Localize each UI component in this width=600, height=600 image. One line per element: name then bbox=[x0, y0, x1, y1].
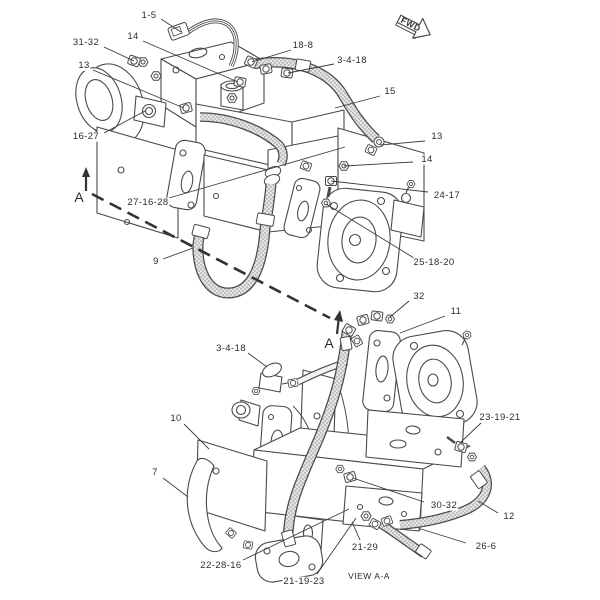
leader-line bbox=[142, 40, 239, 83]
lower-pump-assembly bbox=[186, 329, 478, 583]
leader-line bbox=[316, 517, 357, 575]
leader-line bbox=[352, 477, 425, 503]
leader-line bbox=[251, 49, 292, 63]
leader-line bbox=[162, 247, 194, 260]
leader-line bbox=[168, 146, 346, 199]
leader-line bbox=[160, 18, 182, 33]
leader-line bbox=[103, 110, 146, 134]
leader-line bbox=[92, 69, 185, 109]
lower-fittings bbox=[335, 310, 477, 531]
leader-line bbox=[420, 528, 467, 544]
section-line-a-a bbox=[82, 167, 343, 335]
leader-line bbox=[389, 300, 410, 318]
leader-line bbox=[379, 140, 426, 146]
leader-line bbox=[477, 500, 499, 514]
section-marker-a-top: A bbox=[74, 189, 84, 205]
leader-line bbox=[351, 521, 361, 541]
leader-line bbox=[183, 423, 210, 450]
leader-line bbox=[399, 315, 446, 334]
leader-line bbox=[330, 180, 429, 193]
leader-line bbox=[162, 477, 189, 498]
leader-line bbox=[459, 422, 482, 444]
leader-line bbox=[103, 46, 135, 62]
leader-lines bbox=[92, 18, 499, 575]
view-a-a-caption: VIEW A-A bbox=[348, 571, 390, 581]
leader-line bbox=[343, 161, 414, 167]
leader-line bbox=[325, 203, 415, 259]
leader-line bbox=[247, 352, 268, 368]
fwd-label: FWD bbox=[399, 15, 422, 34]
fwd-direction-arrow: FWD bbox=[395, 14, 431, 39]
section-marker-a-bottom: A bbox=[324, 335, 334, 351]
leader-line bbox=[242, 508, 350, 561]
leader-line bbox=[334, 95, 381, 109]
upper-hoses bbox=[167, 18, 380, 299]
leader-line bbox=[287, 63, 335, 74]
lower-hoses bbox=[281, 330, 492, 560]
